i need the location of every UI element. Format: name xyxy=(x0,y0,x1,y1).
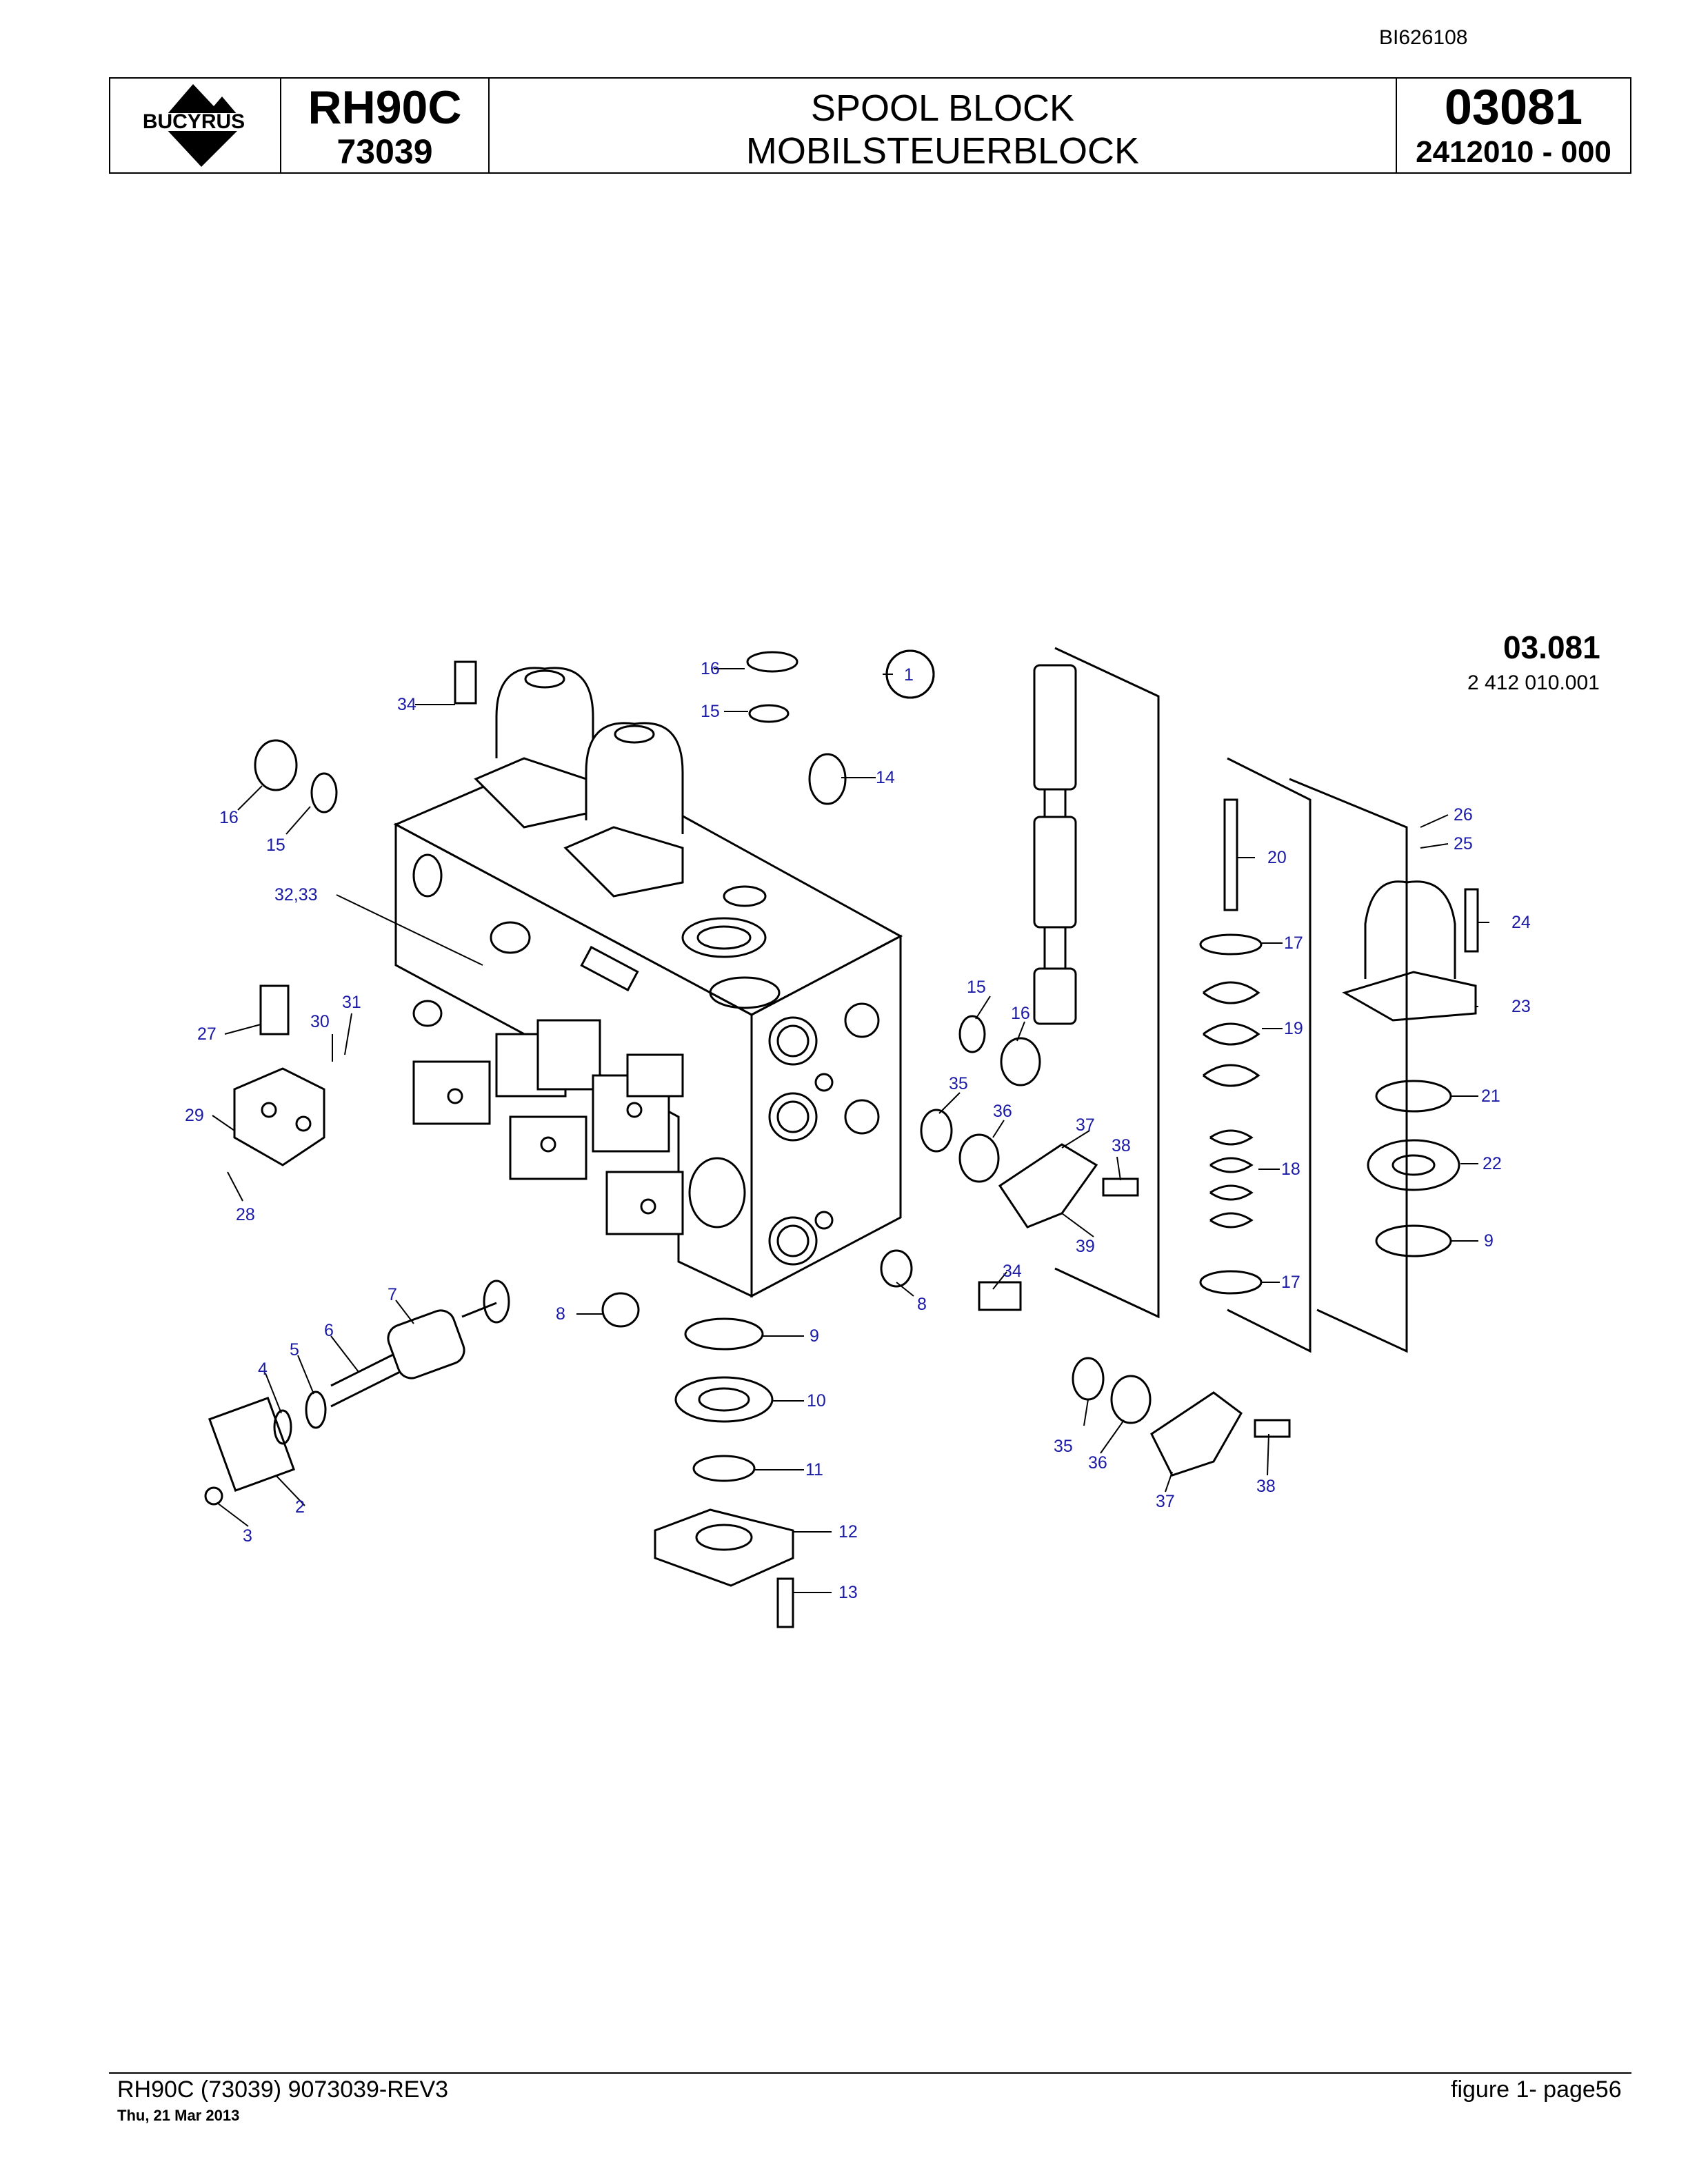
part-number: 2412010 - 000 xyxy=(1416,135,1611,169)
callout-20: 20 xyxy=(1267,848,1287,867)
callout-17-top: 17 xyxy=(1284,933,1303,953)
callout-25: 25 xyxy=(1454,834,1473,853)
callout-35-top: 35 xyxy=(949,1074,968,1093)
group-cell: 03081 2412010 - 000 xyxy=(1397,79,1630,172)
callout-23: 23 xyxy=(1511,997,1531,1016)
callout-32-33: 32,33 xyxy=(274,885,318,904)
callout-3: 3 xyxy=(243,1526,252,1546)
callout-4: 4 xyxy=(258,1359,268,1379)
callout-15-left: 15 xyxy=(266,836,285,855)
callout-1: 1 xyxy=(904,665,914,685)
callout-2: 2 xyxy=(295,1497,305,1517)
callout-15-top: 15 xyxy=(701,702,720,721)
callout-labels: 1 2 3 4 5 6 7 8 8 9 9 10 11 12 13 14 15 … xyxy=(185,649,1531,1602)
model-number: 73039 xyxy=(336,132,433,171)
title-german: MOBILSTEUERBLOCK xyxy=(745,130,1140,172)
pilot-cap-right xyxy=(563,722,684,898)
title-cell: SPOOL BLOCK MOBILSTEUERBLOCK xyxy=(490,79,1397,172)
figure-sub-code: 2 412 010.001 xyxy=(1467,671,1600,694)
callout-10: 10 xyxy=(807,1391,826,1410)
footer-date: Thu, 21 Mar 2013 xyxy=(117,2107,240,2124)
callout-14: 14 xyxy=(876,768,895,787)
callout-34-bottom: 34 xyxy=(1003,1262,1022,1281)
callout-6: 6 xyxy=(324,1321,334,1340)
callout-37-top: 37 xyxy=(1076,1115,1095,1135)
model-name: RH90C xyxy=(308,81,462,134)
callout-29: 29 xyxy=(185,1106,204,1125)
callout-5: 5 xyxy=(290,1340,299,1359)
callout-22: 22 xyxy=(1483,1154,1502,1173)
footer-page-ref: figure 1- page56 xyxy=(1451,2076,1622,2103)
footer-rule xyxy=(109,2072,1631,2074)
callout-34-top: 34 xyxy=(397,695,416,714)
logo-lettering: BUCYRUS xyxy=(143,110,245,133)
callout-18: 18 xyxy=(1281,1160,1300,1179)
main-spool xyxy=(1033,647,1160,1319)
figure-code: 03.081 xyxy=(1503,629,1600,665)
callout-8-left: 8 xyxy=(556,1304,565,1324)
callout-31: 31 xyxy=(342,993,361,1012)
spool-7-group xyxy=(204,1280,510,1506)
callout-27: 27 xyxy=(197,1024,217,1044)
callout-8-right: 8 xyxy=(917,1295,927,1314)
callout-16-left: 16 xyxy=(219,808,239,827)
valve-27-assembly xyxy=(233,984,325,1166)
callout-38-top: 38 xyxy=(1112,1136,1131,1155)
callout-12: 12 xyxy=(838,1522,858,1541)
group-number: 03081 xyxy=(1444,80,1583,135)
bucyrus-logo-mark: BUCYRUS xyxy=(120,84,268,167)
callout-39: 39 xyxy=(1076,1237,1095,1256)
callout-16-right: 16 xyxy=(1011,1004,1030,1023)
flange-assemblies xyxy=(920,1109,1291,1477)
callout-24: 24 xyxy=(1511,913,1531,932)
callout-37-bottom: 37 xyxy=(1156,1492,1175,1511)
document-id: BI626108 xyxy=(1379,26,1468,49)
callout-15-right: 15 xyxy=(967,978,986,997)
valve-cartridges xyxy=(412,1019,684,1235)
callout-30: 30 xyxy=(310,1012,330,1031)
callout-16-top: 16 xyxy=(701,659,720,678)
callout-11: 11 xyxy=(805,1460,823,1479)
callout-35-bottom: 35 xyxy=(1054,1437,1073,1456)
spring-column xyxy=(1199,757,1312,1353)
callout-19: 19 xyxy=(1284,1019,1303,1038)
misc-parts xyxy=(254,649,1041,1328)
callout-9-right: 9 xyxy=(1484,1231,1494,1251)
callout-17-bottom: 17 xyxy=(1281,1273,1300,1292)
model-cell: RH90C 73039 xyxy=(281,79,490,172)
bottom-cover-stack xyxy=(654,1317,794,1628)
callout-36-top: 36 xyxy=(993,1102,1012,1121)
callout-38-bottom: 38 xyxy=(1256,1477,1276,1496)
end-cover-assembly xyxy=(1289,778,1479,1353)
callout-9-bottom: 9 xyxy=(810,1326,819,1346)
callout-26: 26 xyxy=(1454,805,1473,825)
callout-13: 13 xyxy=(838,1583,858,1602)
callout-21: 21 xyxy=(1481,1086,1500,1106)
title-english: SPOOL BLOCK xyxy=(810,88,1075,129)
leader-lines xyxy=(212,668,1489,1593)
bucyrus-logo: BUCYRUS xyxy=(110,79,281,172)
callout-36-bottom: 36 xyxy=(1088,1453,1107,1473)
footer-document-ref: RH90C (73039) 9073039-REV3 xyxy=(117,2076,449,2103)
callout-28: 28 xyxy=(236,1205,255,1224)
title-block: BUCYRUS RH90C 73039 SPOOL BLOCK MOBILSTE… xyxy=(109,77,1631,174)
callout-7: 7 xyxy=(388,1285,397,1304)
